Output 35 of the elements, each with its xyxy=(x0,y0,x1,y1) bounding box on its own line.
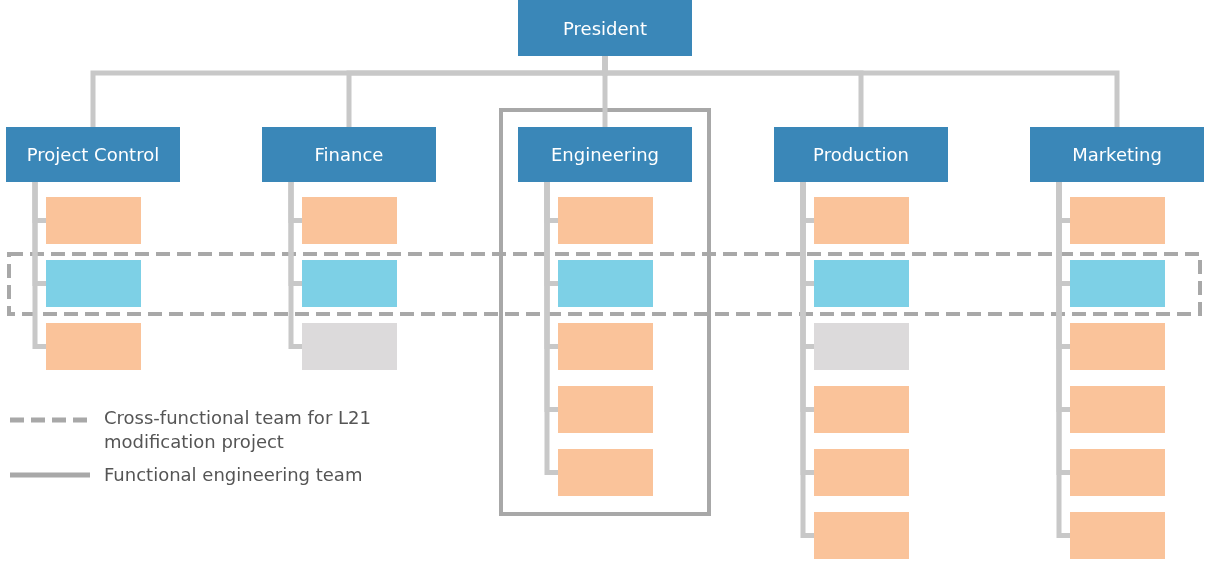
department-box: Engineering xyxy=(518,127,692,182)
position-box xyxy=(1070,512,1165,559)
position-box xyxy=(814,512,909,559)
position-box xyxy=(302,197,397,244)
position-box xyxy=(1070,260,1165,307)
legend-text: Cross-functional team for L21 modification project xyxy=(104,406,372,454)
position-box xyxy=(302,323,397,370)
connector-line xyxy=(602,56,1120,127)
department-box: President xyxy=(518,0,692,56)
position-box xyxy=(814,449,909,496)
position-box xyxy=(46,260,141,307)
connector-line xyxy=(32,182,46,349)
position-box xyxy=(558,260,653,307)
department-box: Project Control xyxy=(6,127,180,182)
position-box xyxy=(1070,197,1165,244)
department-box: Marketing xyxy=(1030,127,1204,182)
position-box xyxy=(814,197,909,244)
position-box xyxy=(558,386,653,433)
position-box xyxy=(46,323,141,370)
position-box xyxy=(1070,449,1165,496)
position-box xyxy=(1070,386,1165,433)
position-box xyxy=(558,323,653,370)
position-box xyxy=(1070,323,1165,370)
department-box: Finance xyxy=(262,127,436,182)
position-box xyxy=(46,197,141,244)
department-box: Production xyxy=(774,127,948,182)
position-box xyxy=(302,260,397,307)
position-box xyxy=(558,449,653,496)
connector-line xyxy=(288,182,302,349)
position-box xyxy=(814,386,909,433)
legend-text: Functional engineering team xyxy=(104,463,364,487)
position-box xyxy=(814,323,909,370)
connector-line xyxy=(544,182,558,475)
position-box xyxy=(558,197,653,244)
position-box xyxy=(814,260,909,307)
